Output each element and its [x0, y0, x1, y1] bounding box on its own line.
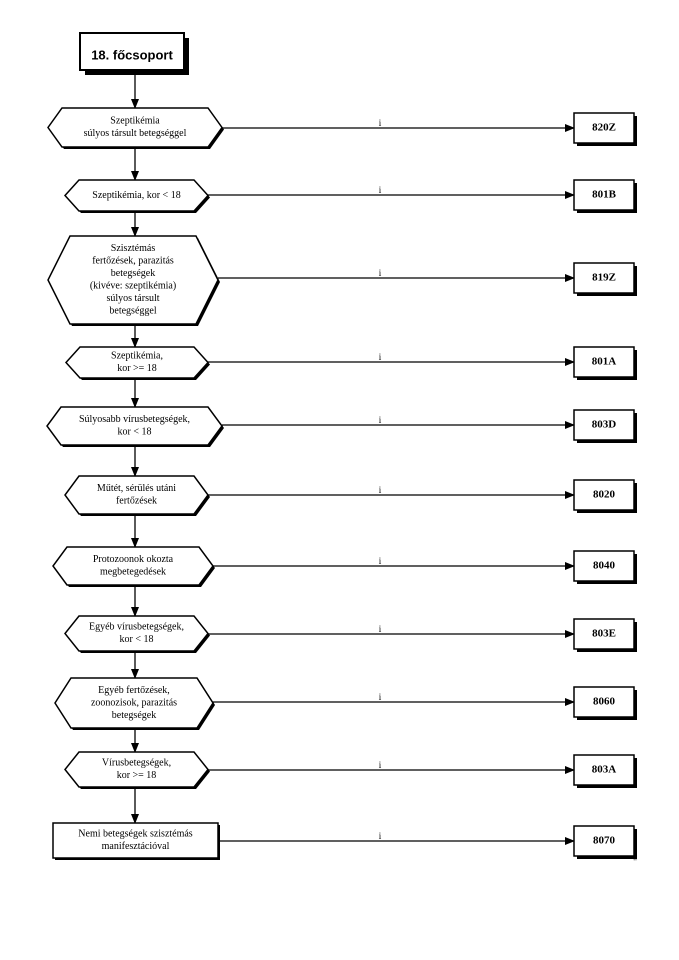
code-box-frame: [573, 346, 635, 378]
decision-node-label-line: fertőzések, parazitás: [92, 256, 174, 267]
decision-node: Nemi betegségek szisztémásmanifesztációv…: [52, 822, 220, 860]
code-box-label: 803A: [592, 764, 617, 776]
decision-node-label-line: kor < 18: [118, 427, 152, 438]
yes-label: i: [379, 831, 382, 841]
code-box-layer: 820Z 801B 819Z 801A 803D 8020 8040 803E 8060 803A…: [573, 112, 637, 859]
yes-label: i: [379, 624, 382, 634]
decision-node-label-line: betegségek: [112, 710, 156, 721]
code-box: 819Z: [573, 262, 637, 296]
code-box-label: 8040: [593, 560, 616, 572]
code-box-frame: [573, 479, 635, 511]
decision-node-label-line: fertőzések: [116, 496, 157, 507]
code-box-frame: [573, 550, 635, 582]
code-box: 8040: [573, 550, 637, 584]
decision-node-shape: [46, 406, 223, 446]
corner-mark: ": [633, 857, 637, 868]
code-box-label: 8070: [593, 835, 616, 847]
yes-label: i: [379, 760, 382, 770]
decision-node: Műtét, sérülés utáni fertőzések: [64, 475, 210, 516]
connector-layer: i i i i i i i i i i i: [131, 70, 575, 845]
code-box-frame: [573, 262, 635, 294]
yes-label: i: [379, 118, 382, 128]
decision-node: Szeptikémia, kor < 18: [63, 179, 210, 213]
decision-node-label-line: Egyéb vírusbetegségek,: [89, 622, 184, 633]
decision-node: Egyéb vírusbetegségek,kor < 18: [64, 615, 210, 653]
code-box: 803A: [573, 754, 637, 788]
decision-node: Szeptikémia,kor >= 18: [64, 346, 210, 380]
decision-node-label-line: Szeptikémia: [110, 116, 160, 127]
yes-label: i: [379, 185, 382, 195]
decision-node-label-line: betegséggel: [109, 306, 156, 317]
decision-node-label-line: Vírusbetegségek,: [102, 758, 171, 769]
decision-node-shape: [52, 546, 214, 586]
decision-node-shape: [47, 235, 219, 325]
decision-node: Súlyosabb vírusbetegségek, kor < 18: [46, 406, 224, 447]
decision-node-label-line: súlyos társult betegséggel: [84, 128, 187, 139]
code-box: 820Z: [573, 112, 637, 146]
decision-node-label-line: Műtét, sérülés utáni: [97, 483, 176, 494]
code-box-frame: [573, 179, 635, 211]
decision-node-label-line: betegségek: [111, 268, 155, 279]
code-box-frame: [573, 754, 635, 786]
decision-node-label-line: Szisztémás: [111, 243, 156, 254]
decision-node-label-line: kor >= 18: [117, 770, 157, 781]
code-box-frame: [573, 686, 635, 718]
start-node: 18. főcsoport: [79, 32, 189, 75]
decision-node-label-line: zoonozisok, parazitás: [91, 697, 177, 708]
decision-node-label-line: megbetegedések: [100, 567, 166, 578]
decision-node-shape: [64, 346, 210, 379]
code-box-label: 801A: [592, 356, 617, 368]
process-node-shape: [52, 822, 219, 859]
yes-label: i: [379, 692, 382, 702]
decision-node-label-line: Protozoonok okozta: [93, 554, 174, 565]
decision-node-shape: [47, 107, 223, 148]
decision-node-label-line: Egyéb fertőzések,: [98, 685, 170, 696]
decision-node: Protozoonok okozta megbetegedések: [52, 546, 215, 587]
code-box: 8070: [573, 825, 637, 859]
code-box-label: 8060: [593, 696, 616, 708]
decision-node-label-line: Szeptikémia, kor < 18: [92, 190, 180, 201]
decision-node-label-line: (kivéve: szeptikémia): [90, 281, 176, 292]
decision-node-label-line: Szeptikémia,: [111, 351, 163, 362]
decision-node-shape: [54, 677, 214, 729]
decision-node-label-line: Nemi betegségek szisztémás: [78, 829, 193, 840]
yes-label: i: [379, 352, 382, 362]
yes-label: i: [379, 268, 382, 278]
decision-node: Szisztémás fertőzések, parazitásbetegsége…: [47, 235, 220, 326]
decision-node-shape: [64, 751, 209, 788]
decision-node-label-line: kor >= 18: [117, 363, 157, 374]
code-box-frame: [573, 618, 635, 650]
decision-node: Egyéb fertőzések,zoonozisok, parazitás be…: [54, 677, 215, 730]
code-box: 803E: [573, 618, 637, 652]
code-box: 803D: [573, 409, 637, 443]
code-box: 8060: [573, 686, 637, 720]
yes-label: i: [379, 485, 382, 495]
code-box-label: 8020: [593, 489, 616, 501]
decision-node-label-line: kor < 18: [120, 634, 154, 645]
code-box-label: 803D: [592, 419, 617, 431]
code-box: 801A: [573, 346, 637, 380]
decision-node-shape: [64, 615, 209, 652]
decision-node-shape: [64, 475, 209, 515]
decision-node-label-line: Súlyosabb vírusbetegségek,: [79, 414, 190, 425]
decision-node-shape: [63, 179, 210, 212]
code-box-frame: [573, 825, 635, 857]
yes-label: i: [379, 415, 382, 425]
code-box-frame: [573, 112, 635, 144]
code-box-label: 820Z: [592, 122, 616, 134]
decision-node: Vírusbetegségek,kor >= 18: [64, 751, 210, 789]
code-box: 8020: [573, 479, 637, 513]
start-node-label: 18. főcsoport: [91, 47, 173, 62]
code-box-frame: [573, 409, 635, 441]
code-box: 801B: [573, 179, 637, 213]
code-box-label: 803E: [592, 628, 616, 640]
yes-label: i: [379, 556, 382, 566]
code-box-label: 819Z: [592, 272, 616, 284]
decision-node-label-line: súlyos társult: [106, 293, 159, 304]
code-box-label: 801B: [592, 189, 617, 201]
decision-node-label-line: manifesztációval: [102, 841, 170, 852]
